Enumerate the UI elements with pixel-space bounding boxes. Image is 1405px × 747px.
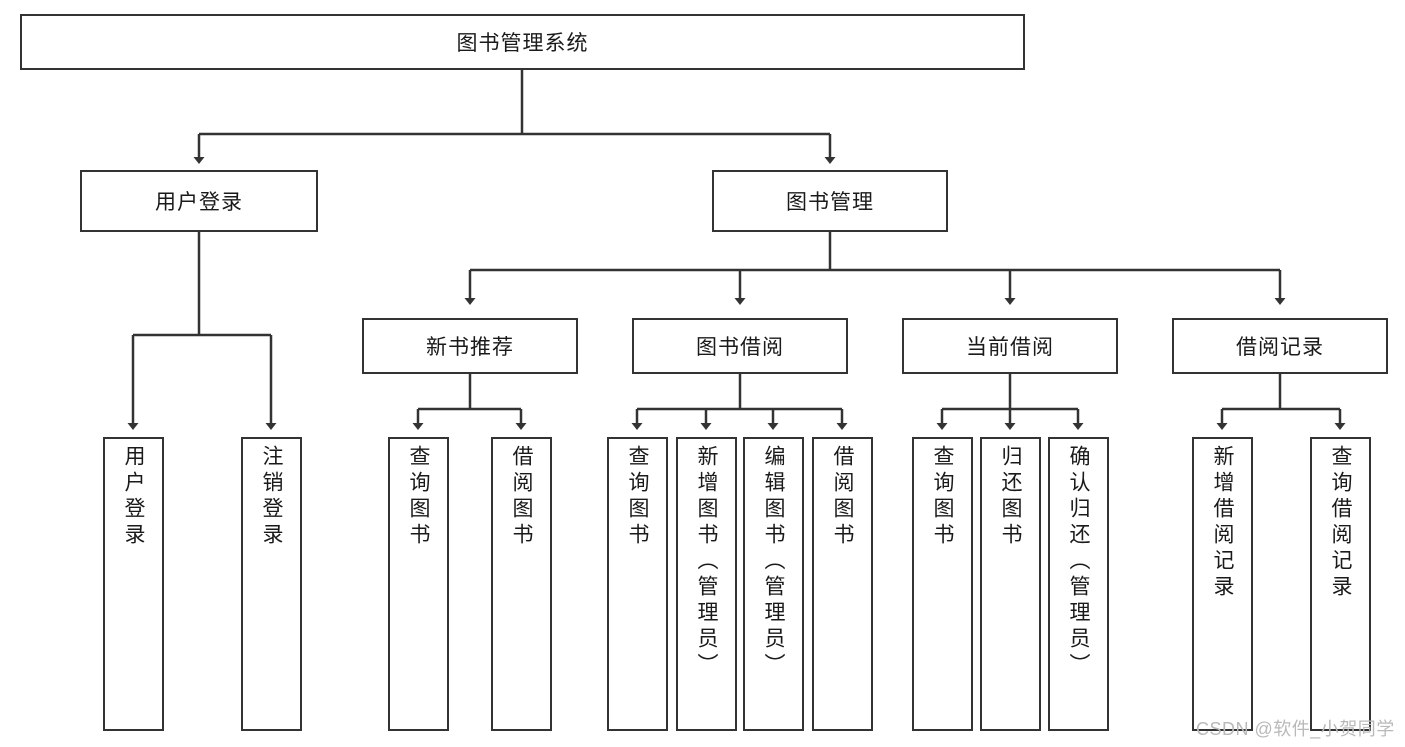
node-current-borrow[interactable]: 当前借阅: [902, 318, 1118, 374]
node-book-borrow[interactable]: 图书借阅: [632, 318, 848, 374]
node-leaf-logout[interactable]: 注销登录: [241, 437, 302, 731]
node-leaf-return-book[interactable]: 归还图书: [980, 437, 1041, 731]
node-book-management[interactable]: 图书管理: [712, 170, 948, 232]
node-leaf-add-book-label: 新增图书（管理员）: [695, 445, 718, 679]
node-leaf-borrow-book-2[interactable]: 借阅图书: [812, 437, 873, 731]
node-leaf-confirm-return-label: 确认归还（管理员）: [1067, 445, 1090, 679]
node-leaf-query-book-2-label: 查询图书: [626, 445, 649, 549]
node-leaf-logout-label: 注销登录: [260, 445, 283, 549]
node-leaf-add-book[interactable]: 新增图书（管理员）: [676, 437, 737, 731]
node-leaf-edit-book[interactable]: 编辑图书（管理员）: [743, 437, 804, 731]
node-leaf-borrow-book-2-label: 借阅图书: [831, 445, 854, 549]
node-leaf-query-record-label: 查询借阅记录: [1329, 445, 1352, 601]
node-borrow-record-label: 借阅记录: [1236, 336, 1324, 359]
node-borrow-record[interactable]: 借阅记录: [1172, 318, 1388, 374]
node-leaf-query-book-3[interactable]: 查询图书: [912, 437, 973, 731]
node-leaf-return-book-label: 归还图书: [999, 445, 1022, 549]
node-book-management-label: 图书管理: [786, 191, 874, 214]
node-leaf-confirm-return[interactable]: 确认归还（管理员）: [1048, 437, 1109, 731]
node-user-login-label: 用户登录: [155, 191, 243, 214]
node-leaf-query-book-3-label: 查询图书: [931, 445, 954, 549]
node-new-book-recommend-label: 新书推荐: [426, 336, 514, 359]
node-leaf-query-book-1[interactable]: 查询图书: [388, 437, 449, 731]
node-leaf-user-login[interactable]: 用户登录: [103, 437, 164, 731]
node-leaf-borrow-book-1-label: 借阅图书: [510, 445, 533, 549]
node-leaf-query-book-2[interactable]: 查询图书: [607, 437, 668, 731]
node-new-book-recommend[interactable]: 新书推荐: [362, 318, 578, 374]
node-book-borrow-label: 图书借阅: [696, 336, 784, 359]
node-leaf-add-record-label: 新增借阅记录: [1211, 445, 1234, 601]
csdn-watermark: CSDN @软件_小贺同学: [1196, 719, 1395, 739]
node-leaf-query-record[interactable]: 查询借阅记录: [1310, 437, 1371, 731]
node-root-book-management-system[interactable]: 图书管理系统: [20, 14, 1025, 70]
node-leaf-query-book-1-label: 查询图书: [407, 445, 430, 549]
node-leaf-edit-book-label: 编辑图书（管理员）: [762, 445, 785, 679]
node-root-label: 图书管理系统: [456, 32, 589, 55]
node-user-login[interactable]: 用户登录: [80, 170, 318, 232]
node-leaf-add-record[interactable]: 新增借阅记录: [1192, 437, 1253, 731]
node-leaf-borrow-book-1[interactable]: 借阅图书: [491, 437, 552, 731]
node-current-borrow-label: 当前借阅: [966, 336, 1054, 359]
node-leaf-user-login-label: 用户登录: [122, 445, 145, 549]
